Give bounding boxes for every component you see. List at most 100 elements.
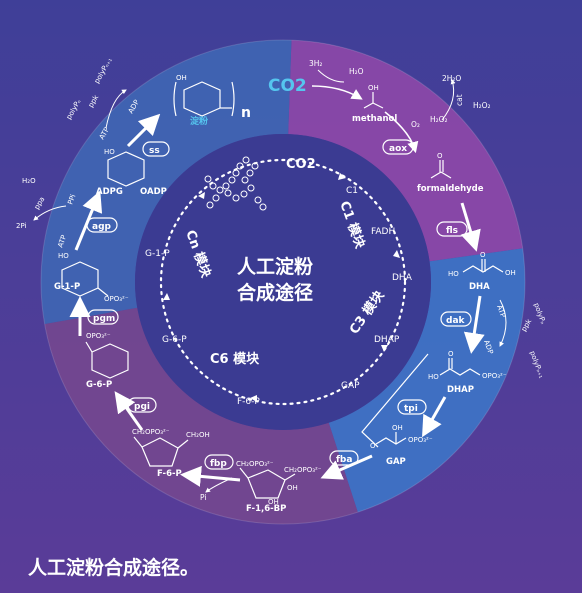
dha-label: DHA <box>469 282 490 292</box>
polyp-n1-cofactor-2: polyPₙ₊₁ <box>93 56 114 85</box>
atp-cofactor-a: ATP <box>495 304 507 319</box>
f6p-to-g6p-arrow <box>114 391 144 431</box>
adpg-to-starch-arrow <box>126 113 161 148</box>
g1p-structure <box>61 261 109 297</box>
dha-ho-label: HO <box>448 270 459 278</box>
dhap-structure <box>439 358 481 376</box>
co2-molecule: CO2 <box>268 76 307 96</box>
gap-label: GAP <box>386 457 406 467</box>
ppk-enzyme-label-2: ppk <box>87 93 101 109</box>
formaldehyde-to-dha-arrow <box>460 202 481 252</box>
h2-side-arrow <box>317 69 345 83</box>
enzyme-fbp: fbp <box>204 454 234 470</box>
atp-regen-arrow <box>499 299 507 347</box>
enzyme-fba: fba <box>329 450 359 466</box>
gap-structure <box>375 432 407 445</box>
o2-cofactor: O₂ <box>411 120 420 129</box>
methanol-label: methanol <box>352 114 397 124</box>
f16bp-to-f6p-arrow <box>180 465 241 487</box>
cat-enzyme-label: cat <box>455 94 464 106</box>
enzyme-ss-label: ss <box>149 146 160 156</box>
cat-cycle-arrow <box>441 79 456 121</box>
dha-o-label: O <box>480 251 486 259</box>
f16bp-label: F-1,6-BP <box>246 504 286 514</box>
outer-ring-edge <box>40 39 526 525</box>
atp-cofactor-b: ATP <box>56 234 68 249</box>
ppi-cofactor: PPi <box>66 193 77 205</box>
h2o2-cofactor-b: H₂O₂ <box>473 101 491 110</box>
gap-o-label: O <box>370 442 376 450</box>
f16bp-oh-label: OH <box>268 498 279 506</box>
g1p-ho-label: HO <box>58 252 69 260</box>
h2o-cofactor-a: H₂O <box>349 67 364 76</box>
g6p-structure <box>85 341 129 379</box>
enzyme-fba-label: fba <box>336 455 352 465</box>
enzyme-dak-label: dak <box>446 316 466 326</box>
methanol-oh-label: OH <box>368 84 379 92</box>
dhap-to-fba-line <box>361 353 429 448</box>
starch-structure <box>173 81 235 117</box>
inner-cycle-arrows <box>163 173 400 402</box>
two-pi-cofactor: 2Pi <box>16 222 27 230</box>
enzyme-dak: dak <box>440 311 472 327</box>
formaldehyde-structure <box>430 160 452 179</box>
adpg-ho-label: HO <box>104 148 115 156</box>
pi-cofactor: Pi <box>200 493 206 502</box>
g1p-opo3-label: OPO₃²⁻ <box>104 295 129 303</box>
formaldehyde-o-label: O <box>437 152 443 160</box>
g6p-label: G-6-P <box>86 380 112 390</box>
h2-cofactor: 3H₂ <box>309 59 322 68</box>
center-title-line2: 合成途径 <box>237 281 313 304</box>
enzyme-ss: ss <box>142 141 170 157</box>
enzyme-pgi-label: pgi <box>134 402 150 412</box>
inner-c1-label: C1 <box>346 186 358 196</box>
inner-gap-label: GAP <box>341 381 360 391</box>
f6p-structure <box>133 436 189 467</box>
polyp-n1-cofactor: polyPₙ₊₁ <box>528 350 545 380</box>
formaldehyde-label: formaldehyde <box>417 184 484 194</box>
inner-dhap-label: DHAP <box>374 335 400 345</box>
starch-label: 淀粉 <box>190 115 208 127</box>
dha-oh-label: OH <box>505 269 516 277</box>
enzyme-tpi: tpi <box>397 399 427 415</box>
starch-branch-icon <box>204 156 267 211</box>
enzyme-pgm-label: pgm <box>93 314 115 324</box>
f16bp-structure <box>239 467 296 499</box>
enzyme-agp-label: agp <box>92 222 112 232</box>
starch-oh-label: OH <box>176 74 187 82</box>
g6p-opo3-label: OPO₃²⁻ <box>86 332 111 340</box>
cn-segment <box>40 39 292 325</box>
two-h2o-cofactor: 2H₂O <box>442 74 461 83</box>
dhap-o-label: O <box>448 350 454 358</box>
gap-opo3-label: OPO₃²⁻ <box>408 436 433 444</box>
methanol-structure <box>363 92 384 109</box>
f6p-ch2opo3-label: CH₂OPO₃²⁻ <box>132 428 170 436</box>
ppi-to-pi-arrow <box>33 205 67 221</box>
enzyme-fls-label: fls <box>446 226 458 236</box>
dha-to-dhap-arrow <box>463 295 485 354</box>
dhap-to-gap-arrow <box>422 396 447 438</box>
polyp-n-cofactor: polyPₙ <box>532 302 547 325</box>
f6p-ch2oh-label: CH₂OH <box>186 431 210 439</box>
methanol-to-formaldehyde-arrow <box>384 111 419 154</box>
enzyme-aox-label: aox <box>389 144 407 154</box>
adpg-label: ADPG <box>96 187 123 197</box>
dha-structure <box>462 259 504 273</box>
inner-g1p-label: G-1-P <box>145 249 170 259</box>
gap-oh-label: OH <box>392 424 403 432</box>
starch-n-label: n <box>241 105 251 121</box>
inner-g6p-label: G-6-P <box>162 335 187 345</box>
c6-segment <box>44 307 358 524</box>
polyp-n-cofactor-2: polyPₙ <box>65 98 83 121</box>
atp-regen-arrow-2 <box>105 89 127 129</box>
dhap-ho-label: HO <box>428 373 439 381</box>
f16bp-oh-label-2: OH <box>287 484 298 492</box>
figure-caption: 人工淀粉合成途径。 <box>28 557 200 579</box>
dhap-label: DHAP <box>447 385 474 395</box>
g1p-to-adpg-arrow <box>74 190 103 251</box>
g1p-label: G-1-P <box>54 282 80 292</box>
enzyme-fbp-label: fbp <box>210 459 227 469</box>
inner-dha-label: DHA <box>392 273 413 283</box>
f16bp-ch2opo3-label-2: CH₂OPO₃²⁻ <box>284 466 322 474</box>
